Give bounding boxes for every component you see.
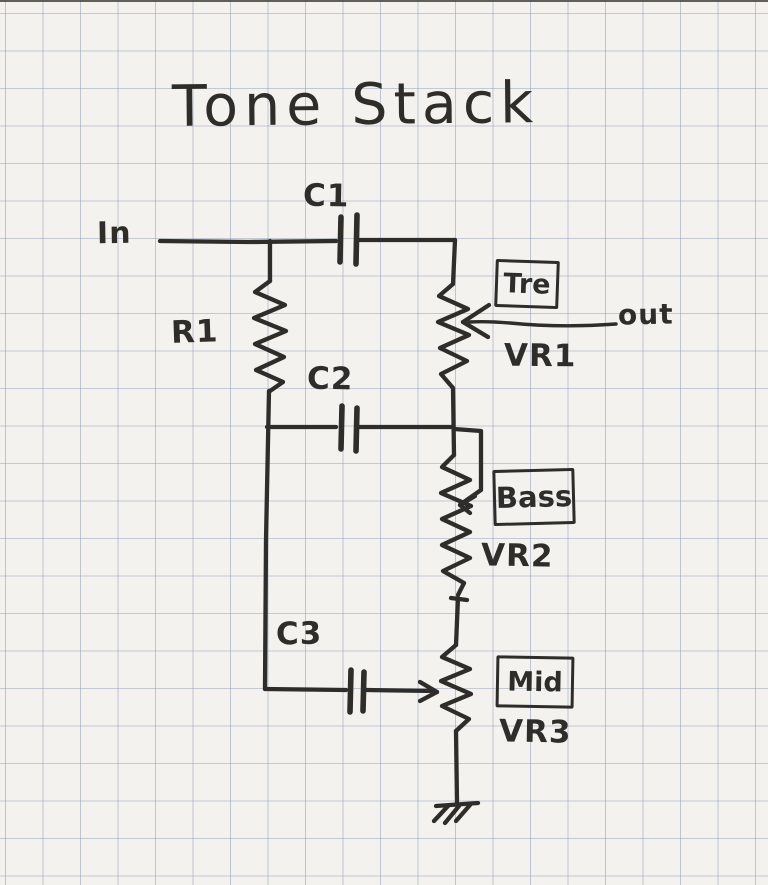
bass-label: Bass — [495, 478, 573, 515]
c3-arrowhead — [417, 679, 440, 695]
vr2-potentiometer-symbol — [438, 452, 474, 598]
c3-capacitor-symbol — [347, 667, 354, 715]
r1-resistor-symbol — [251, 278, 289, 394]
vr2-to-vr3-wire — [453, 595, 461, 648]
vr1-bottom-wire — [450, 385, 457, 458]
treble-function-box: Tre — [494, 258, 560, 310]
bass-function-box: Bass — [492, 467, 576, 527]
vr2-wiper-wire — [451, 426, 484, 507]
r1-label: R1 — [170, 313, 220, 351]
c1-capacitor-symbol — [337, 214, 344, 265]
c3-capacitor-symbol — [360, 669, 367, 714]
c3-arrowhead — [417, 689, 440, 704]
mid-function-box: Mid — [495, 655, 575, 709]
c3-wire-left — [262, 686, 349, 693]
out-arrow — [467, 319, 618, 328]
vr3-to-ground-wire — [453, 728, 460, 805]
c3-label: C3 — [275, 615, 323, 653]
c2-capacitor-symbol — [338, 403, 345, 452]
c3-arrow-wire — [363, 687, 438, 694]
vr1-top-wire — [450, 237, 458, 287]
ground-symbol — [431, 803, 451, 824]
scan-edge-artifact — [0, 0, 768, 2]
out-arrowhead — [460, 302, 492, 325]
vr1-label: VR1 — [503, 337, 577, 375]
in-label: In — [96, 215, 132, 252]
vr3-label: VR3 — [498, 713, 572, 751]
vr2-label: VR2 — [480, 537, 554, 575]
in-wire — [157, 238, 339, 245]
vr1-potentiometer-symbol — [435, 281, 472, 391]
ground-symbol — [442, 803, 462, 826]
left-rail-wire — [262, 388, 272, 692]
tre-label: Tre — [502, 267, 552, 301]
out-label: out — [617, 297, 674, 332]
out-arrowhead — [460, 319, 491, 340]
mid-label: Mid — [506, 666, 563, 698]
vr3-potentiometer-symbol — [438, 642, 474, 734]
schematic-title: Tone Stack — [171, 70, 540, 140]
c2-label: C2 — [306, 360, 354, 398]
c2-capacitor-symbol — [353, 405, 360, 454]
ground-symbol — [453, 802, 473, 824]
c1-capacitor-symbol — [353, 212, 360, 267]
c1-label: C1 — [302, 177, 350, 215]
